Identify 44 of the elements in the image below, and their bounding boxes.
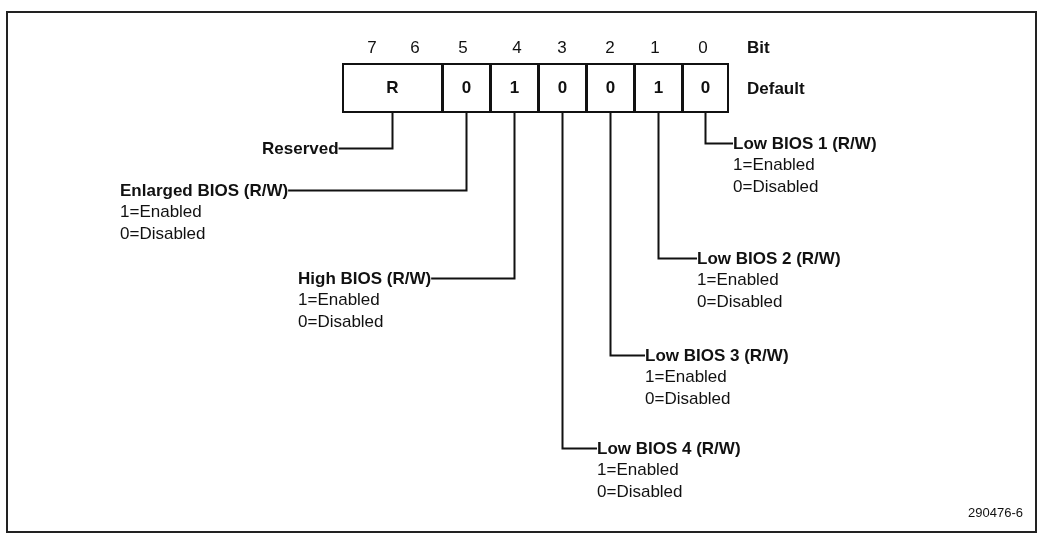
leader-line <box>430 112 516 280</box>
row-label: Default <box>747 79 805 97</box>
bit-number: 6 <box>410 38 420 56</box>
row-label: Bit <box>747 38 770 56</box>
field-value-note: 0=Disabled <box>645 388 732 410</box>
register-bit-cell: 0 <box>442 63 491 113</box>
bit-number: 5 <box>458 38 468 56</box>
field-name: Enlarged BIOS (R/W) <box>120 180 289 201</box>
field-value-note: 0=Disabled <box>298 311 385 333</box>
field-name: Reserved <box>262 138 339 159</box>
field-value-note: 0=Disabled <box>597 481 684 503</box>
bit-number: 3 <box>557 38 567 56</box>
leader-line <box>337 112 394 150</box>
bit-number: 1 <box>650 38 660 56</box>
field-name: Low BIOS 4 (R/W) <box>597 438 741 459</box>
field-value-note: 1=Enabled <box>298 289 381 311</box>
register-bit-cell: 0 <box>586 63 635 113</box>
field-name: Low BIOS 2 (R/W) <box>697 248 841 269</box>
figure-number: 290476-6 <box>968 505 1023 519</box>
register-bit-cell: R <box>342 63 443 113</box>
leader-line <box>704 112 734 145</box>
leader-line <box>657 112 698 260</box>
field-value-note: 1=Enabled <box>645 366 728 388</box>
bit-number: 0 <box>698 38 708 56</box>
bit-number: 7 <box>367 38 377 56</box>
field-value-note: 1=Enabled <box>697 269 780 291</box>
field-value-note: 1=Enabled <box>597 459 680 481</box>
register-bit-cell: 1 <box>490 63 539 113</box>
field-value-note: 0=Disabled <box>697 291 784 313</box>
register-bit-cell: 0 <box>538 63 587 113</box>
leader-line <box>561 112 598 450</box>
field-name: High BIOS (R/W) <box>298 268 432 289</box>
field-name: Low BIOS 3 (R/W) <box>645 345 789 366</box>
leader-line <box>287 112 468 192</box>
leader-line <box>609 112 646 357</box>
bit-number: 4 <box>512 38 522 56</box>
field-value-note: 0=Disabled <box>120 223 207 245</box>
field-value-note: 1=Enabled <box>733 154 816 176</box>
register-bit-cell: 0 <box>682 63 729 113</box>
bit-number: 2 <box>605 38 615 56</box>
register-bit-cell: 1 <box>634 63 683 113</box>
field-name: Low BIOS 1 (R/W) <box>733 133 877 154</box>
field-value-note: 1=Enabled <box>120 201 203 223</box>
field-value-note: 0=Disabled <box>733 176 820 198</box>
